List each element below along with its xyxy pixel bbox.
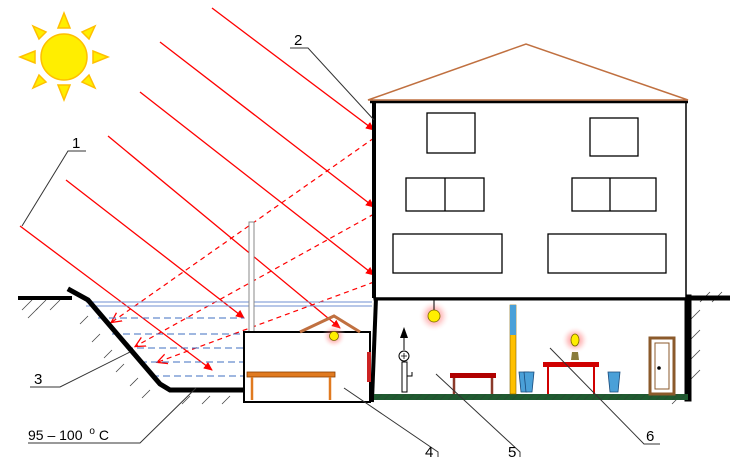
temperature-unit: C <box>99 427 109 443</box>
ray-1 <box>211 7 375 131</box>
temperature-value: 95 – 100 <box>28 427 83 443</box>
heat-chamber <box>243 314 371 403</box>
house <box>367 43 689 299</box>
table <box>450 373 496 394</box>
window <box>392 233 503 274</box>
window <box>589 117 639 157</box>
callout-6: 6 <box>646 428 654 445</box>
window <box>571 177 657 212</box>
ray-4 <box>107 135 341 329</box>
bench <box>246 371 336 378</box>
callout-3: 3 <box>34 371 42 388</box>
window <box>426 112 476 154</box>
lamp-icon <box>570 333 580 347</box>
window <box>547 233 667 274</box>
ray-6 <box>19 225 213 371</box>
callout-5: 5 <box>508 444 516 461</box>
callout-leaders <box>21 47 660 457</box>
valve-icon <box>398 327 413 393</box>
callout-2: 2 <box>294 32 302 49</box>
callout-1: 1 <box>72 135 80 152</box>
basement <box>374 300 688 400</box>
vase-icon <box>607 371 621 393</box>
lamp-icon <box>329 331 339 341</box>
chimney-pipe <box>248 221 255 333</box>
callout-4: 4 <box>425 444 433 461</box>
temperature-degree: o <box>89 426 95 437</box>
heated-pond <box>86 301 372 377</box>
vase-icon <box>523 371 535 393</box>
ray-5 <box>65 179 245 319</box>
sun-icon <box>17 10 111 103</box>
ray-2 <box>159 41 375 208</box>
solar-rays <box>19 7 375 371</box>
chamber-door <box>367 352 371 382</box>
table <box>543 362 599 367</box>
lamp-icon <box>427 309 441 323</box>
door-icon <box>648 336 676 396</box>
roof <box>367 43 689 101</box>
reflected-rays <box>112 137 375 362</box>
ray-3 <box>139 91 375 276</box>
temperature-label: 95 – 100 o C <box>28 421 109 443</box>
